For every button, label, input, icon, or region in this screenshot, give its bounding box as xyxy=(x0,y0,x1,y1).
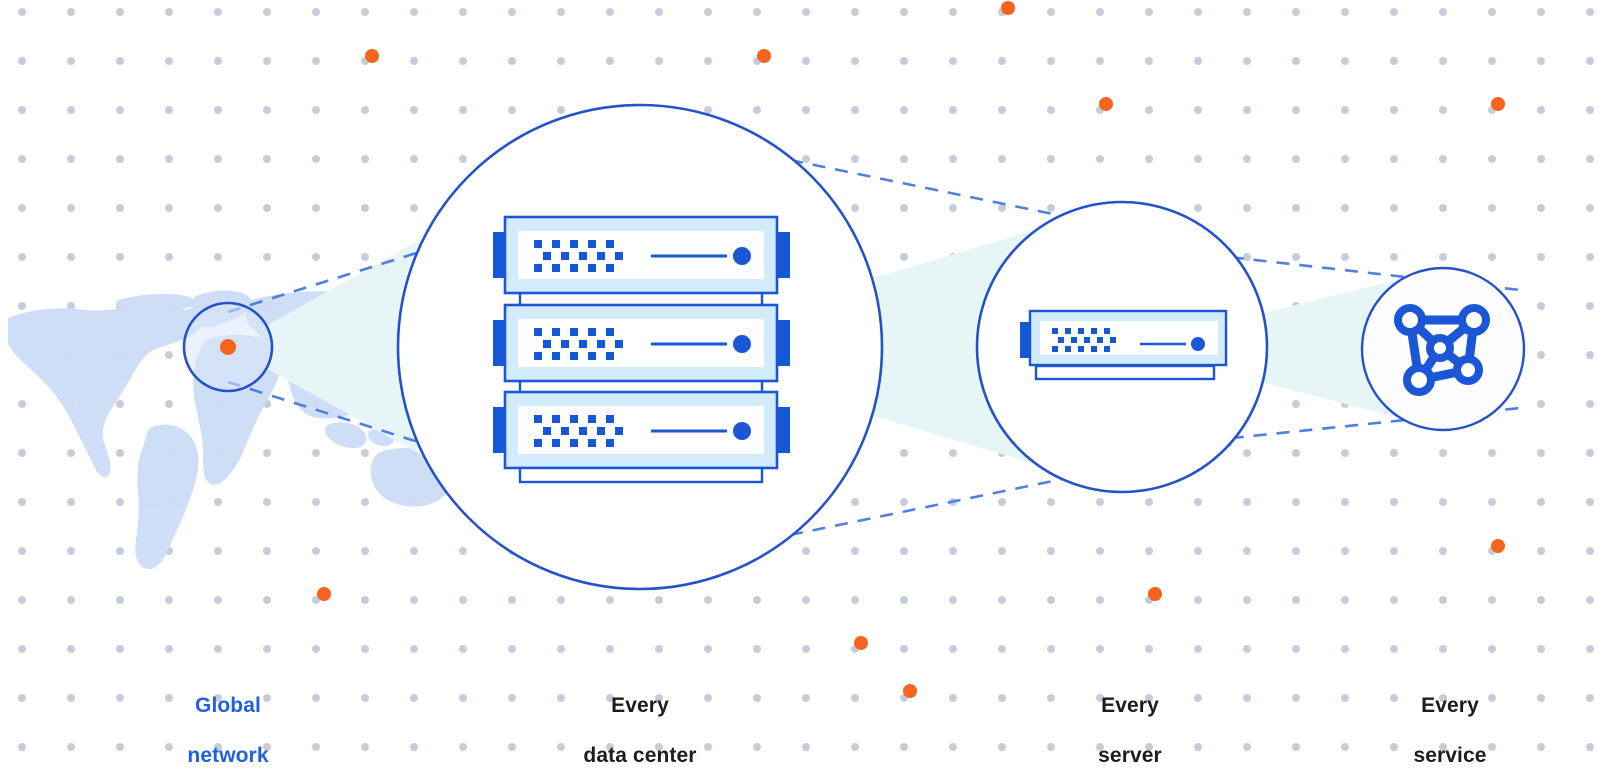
rack-unit-1-vent-dots xyxy=(534,240,623,272)
rack-unit-2-vent-dots xyxy=(534,328,623,360)
single-server-icon xyxy=(1020,309,1228,381)
network-mesh-nodes xyxy=(1394,304,1490,396)
wedge-server-to-service xyxy=(1122,268,1448,430)
label-global-network-line1: Global xyxy=(195,694,261,717)
single-server-vent-dots xyxy=(1052,328,1116,352)
label-server: Every server xyxy=(1030,668,1230,768)
server-rack-icon xyxy=(493,215,790,484)
rack-unit-1 xyxy=(493,215,790,295)
label-service: Every service xyxy=(1350,668,1550,768)
label-global-network-line2: network xyxy=(187,744,269,767)
label-server-line1: Every xyxy=(1101,694,1159,717)
dash-datacenter-server-top xyxy=(789,158,1239,254)
label-service-line2: service xyxy=(1413,744,1487,767)
label-service-line1: Every xyxy=(1421,694,1479,717)
rack-unit-3-vent-dots xyxy=(534,415,623,447)
rack-unit-2 xyxy=(493,303,790,383)
label-data-center-line1: Every xyxy=(611,694,669,717)
rack-unit-3 xyxy=(493,390,790,470)
orange-highlight-dots xyxy=(220,1,1505,698)
label-data-center: Every data center xyxy=(530,668,750,768)
rack-base xyxy=(518,466,764,484)
dash-datacenter-server-bottom xyxy=(789,441,1239,537)
label-data-center-line2: data center xyxy=(583,744,697,767)
label-server-line2: server xyxy=(1098,744,1162,767)
single-server-base xyxy=(1034,364,1216,381)
label-global-network: Global network xyxy=(128,668,328,768)
